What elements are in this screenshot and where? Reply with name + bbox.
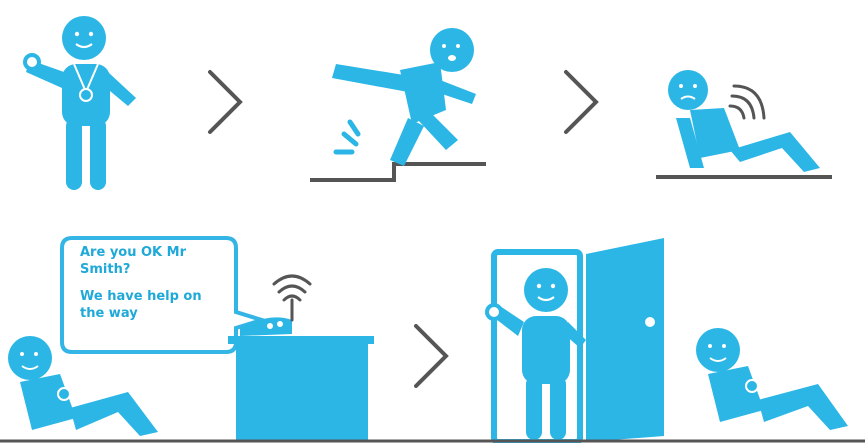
wifi-signal-icon [730, 86, 764, 118]
fallen-person-figure [668, 70, 820, 172]
speech-bubble-text: Are you OK Mr Smith? We have help on the… [80, 244, 230, 344]
chevron-right-icon [566, 72, 596, 132]
ground-step-line [310, 164, 486, 180]
fallen-person-right-figure [696, 328, 848, 430]
base-station-icon [228, 317, 374, 440]
tripping-person-figure [332, 28, 476, 166]
helper-person-figure [487, 268, 586, 440]
impact-marks [336, 122, 358, 152]
chevron-right-icon [210, 72, 240, 132]
bubble-line-1: Are you OK Mr Smith? [80, 244, 230, 278]
bubble-line-2: We have help on the way [80, 288, 230, 322]
standing-person-figure [25, 16, 136, 190]
chevron-right-icon [416, 326, 446, 386]
wifi-signal-icon [274, 276, 310, 320]
